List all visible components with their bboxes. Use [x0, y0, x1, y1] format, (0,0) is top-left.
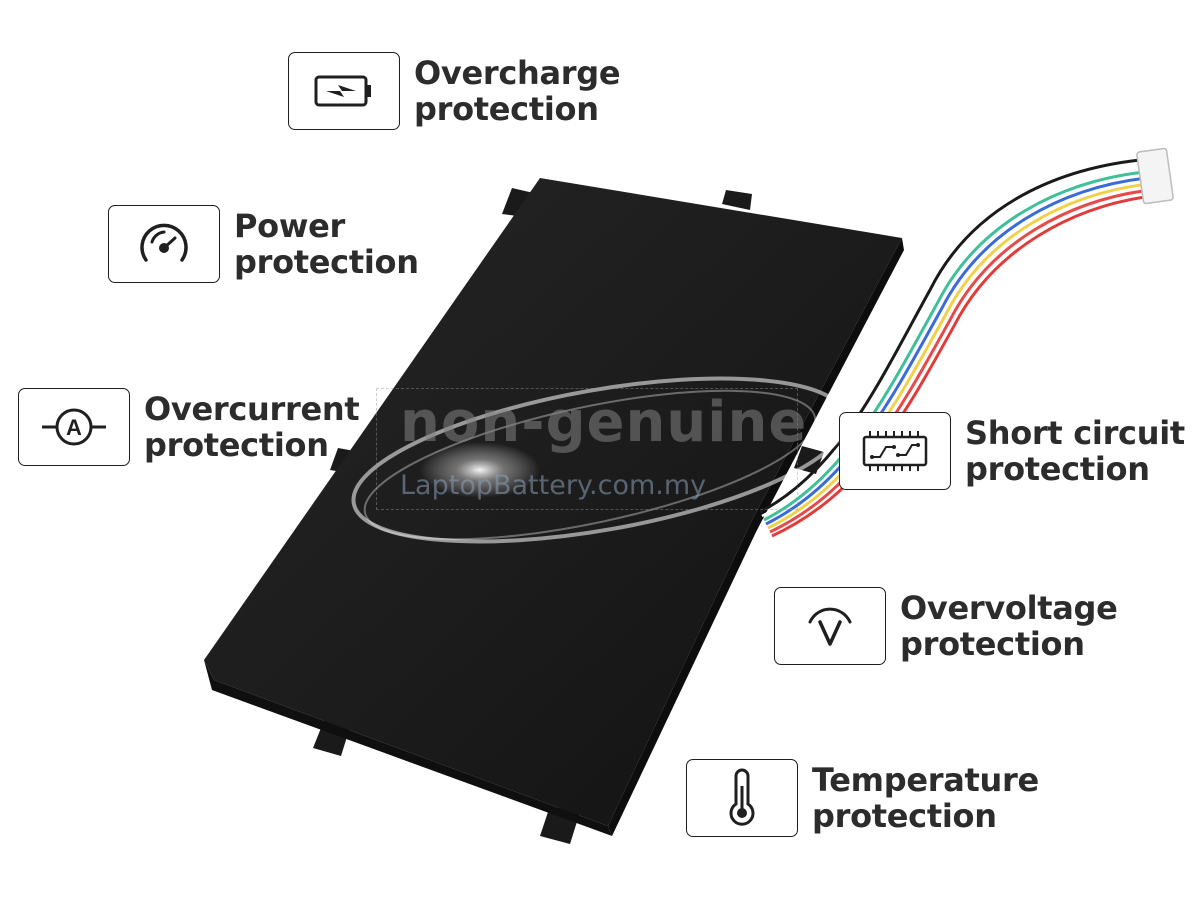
ammeter-icon: A — [42, 408, 106, 446]
feature-icon-box — [108, 205, 220, 283]
feature-overvoltage: Overvoltage protection — [774, 587, 1118, 665]
feature-label: Power protection — [234, 207, 419, 281]
wire-connector — [1136, 147, 1174, 205]
watermark-site: LaptopBattery.com.my — [400, 470, 707, 501]
svg-text:A: A — [66, 415, 82, 440]
circuit-board-icon — [862, 431, 928, 471]
feature-short-circuit: Short circuit protection — [839, 412, 1185, 490]
watermark-text: non-genuine — [400, 390, 808, 455]
battery-body — [204, 178, 902, 826]
feature-overcurrent: A Overcurrent protection — [18, 388, 360, 466]
feature-label: Overcharge protection — [414, 54, 621, 128]
voltmeter-icon — [808, 607, 852, 646]
feature-label: Temperature protection — [812, 761, 1039, 835]
feature-icon-box — [839, 412, 951, 490]
feature-icon-box — [686, 759, 798, 837]
watermark-frame — [376, 388, 798, 510]
gauge-icon — [140, 223, 188, 262]
thermometer-icon — [729, 768, 755, 826]
feature-temperature: Temperature protection — [686, 759, 1039, 837]
feature-label: Overvoltage protection — [900, 589, 1118, 663]
feature-power: Power protection — [108, 205, 419, 283]
battery-charge-icon — [314, 75, 371, 107]
feature-label: Overcurrent protection — [144, 390, 360, 464]
feature-icon-box: A — [18, 388, 130, 466]
feature-icon-box — [774, 587, 886, 665]
feature-icon-box — [288, 52, 400, 130]
feature-overcharge: Overcharge protection — [288, 52, 621, 130]
swirl-glow — [351, 376, 849, 544]
feature-label: Short circuit protection — [965, 414, 1185, 488]
